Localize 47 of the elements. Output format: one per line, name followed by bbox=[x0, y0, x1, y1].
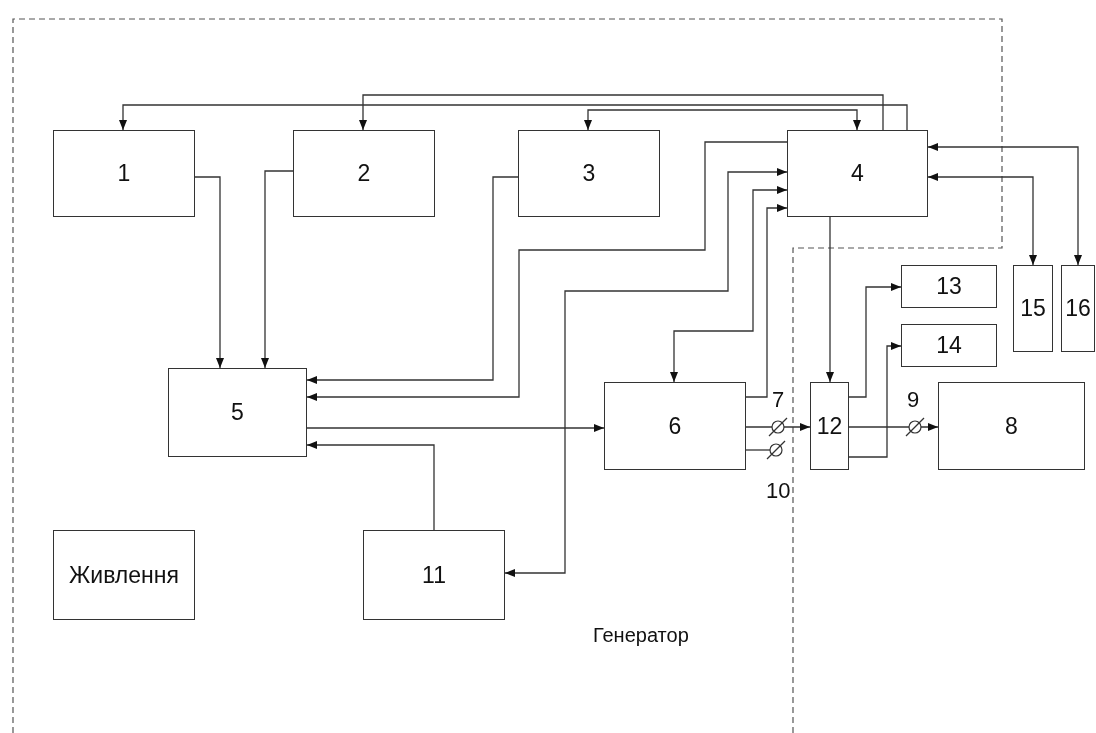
arrow bbox=[745, 423, 811, 431]
block-label: Живлення bbox=[69, 561, 179, 589]
block-box bbox=[1013, 265, 1053, 352]
arrow bbox=[306, 424, 605, 432]
block-box bbox=[604, 382, 746, 470]
arrow bbox=[848, 283, 902, 398]
arrow bbox=[261, 170, 294, 369]
block-box bbox=[53, 530, 195, 620]
block-label: 1 bbox=[117, 160, 131, 187]
block-label: 8 bbox=[1005, 412, 1018, 440]
block-box bbox=[293, 130, 435, 217]
block-label: 13 bbox=[936, 273, 962, 300]
arrow bbox=[306, 176, 519, 384]
block-label: 11 bbox=[422, 561, 446, 589]
arrow bbox=[306, 441, 435, 531]
block-box bbox=[1061, 265, 1095, 352]
block-label: 6 bbox=[668, 412, 682, 440]
arrow bbox=[927, 143, 1082, 266]
arrow bbox=[745, 204, 788, 398]
arrow bbox=[504, 168, 788, 577]
block-box bbox=[363, 530, 505, 620]
arrow bbox=[584, 109, 861, 131]
block-label: 12 bbox=[816, 412, 843, 440]
arrow bbox=[927, 173, 1037, 266]
arrow bbox=[670, 186, 788, 383]
block-label: 15 bbox=[1020, 295, 1046, 322]
block-label: 4 bbox=[851, 160, 864, 187]
block-box bbox=[938, 382, 1085, 470]
block-label: 16 bbox=[1065, 295, 1091, 322]
arrow bbox=[848, 342, 902, 458]
block-label: 3 bbox=[582, 160, 596, 187]
block-box bbox=[518, 130, 660, 217]
block-label: 14 bbox=[936, 332, 962, 359]
arrow bbox=[119, 104, 908, 131]
arrow bbox=[359, 94, 884, 131]
region-label: Генератор bbox=[593, 624, 689, 647]
block-box bbox=[168, 368, 307, 457]
block-label: 2 bbox=[357, 160, 371, 187]
arrow bbox=[826, 216, 834, 383]
arrow bbox=[848, 423, 939, 431]
arrow bbox=[306, 141, 788, 401]
line bbox=[745, 440, 786, 460]
arrow bbox=[194, 176, 224, 369]
block-box bbox=[53, 130, 195, 217]
block-box bbox=[787, 130, 928, 217]
dashed-region bbox=[12, 18, 1003, 733]
block-label: 5 bbox=[231, 399, 244, 426]
